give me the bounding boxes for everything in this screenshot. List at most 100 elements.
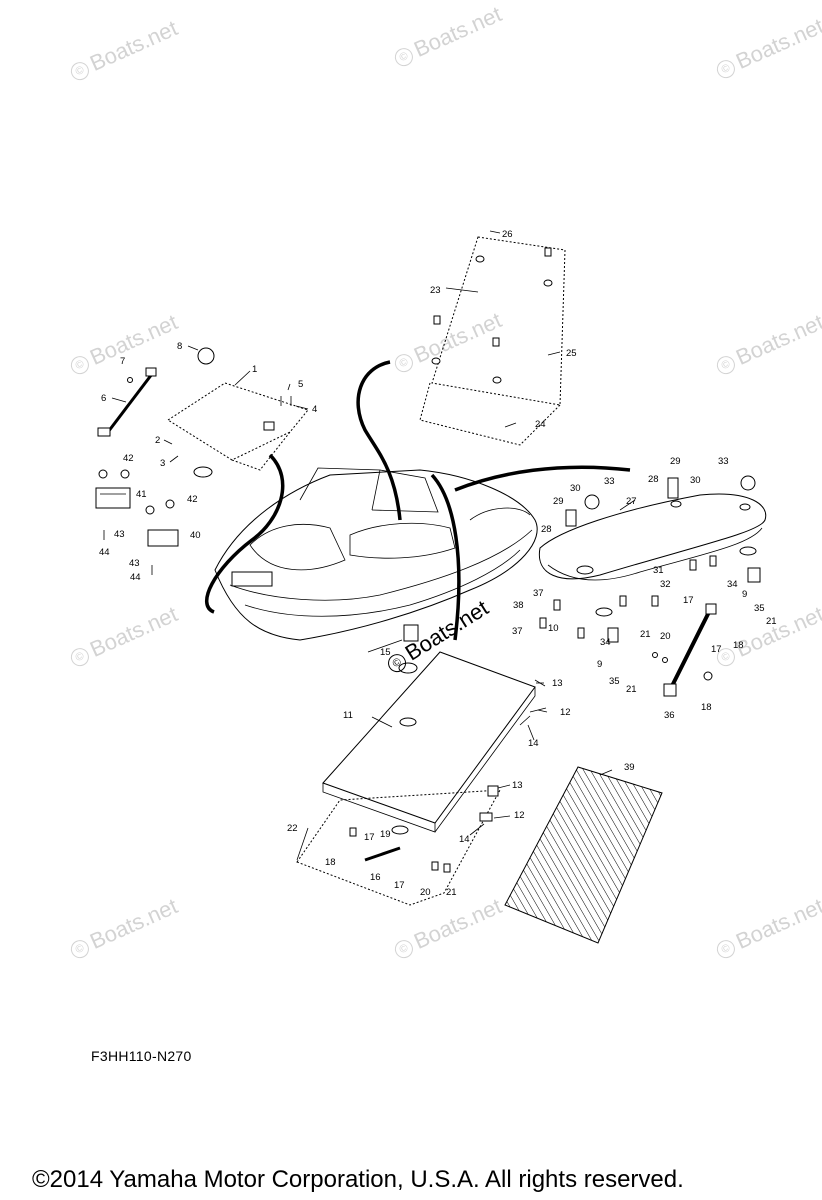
latch <box>607 627 619 643</box>
cockpit-seating <box>249 523 346 571</box>
lid-hole <box>475 255 485 263</box>
latch <box>349 827 357 837</box>
lid-hole <box>431 357 441 365</box>
callout-30: 30 <box>690 475 701 486</box>
hinge <box>565 509 577 527</box>
spacer <box>539 617 547 629</box>
strut-bracket <box>97 427 111 437</box>
lid-clip <box>492 337 500 347</box>
callout-44: 44 <box>130 572 141 583</box>
callout-30: 30 <box>570 483 581 494</box>
callout-29: 29 <box>670 456 681 467</box>
callout-10: 10 <box>548 623 559 634</box>
callout-39: 39 <box>624 762 635 773</box>
pad-hole <box>739 503 751 511</box>
knob <box>120 469 130 479</box>
engine-hatch-part <box>167 347 309 478</box>
copyright-notice: ©2014 Yamaha Motor Corporation, U.S.A. A… <box>32 1166 684 1193</box>
callout-35: 35 <box>754 603 765 614</box>
hull-stripe <box>244 549 521 617</box>
lid-hole <box>543 279 553 287</box>
strut-bracket <box>145 367 157 377</box>
callout-8: 8 <box>177 341 182 352</box>
callout-43: 43 <box>129 558 140 569</box>
diagram-code: F3HH110-N270 <box>91 1048 192 1064</box>
callout-17: 17 <box>364 832 375 843</box>
callout-17: 17 <box>711 644 722 655</box>
pad-hole <box>670 500 682 508</box>
callout-28: 28 <box>541 524 552 535</box>
callout-17: 17 <box>394 880 405 891</box>
pad-hole <box>576 565 594 575</box>
callout-29: 29 <box>553 496 564 507</box>
callout-13: 13 <box>512 780 523 791</box>
knob <box>98 469 108 479</box>
spacer <box>689 559 697 571</box>
callout-21: 21 <box>766 616 777 627</box>
callout-40: 40 <box>190 530 201 541</box>
storage-lid <box>322 651 536 824</box>
screw <box>652 652 658 658</box>
sun-pad <box>538 493 767 580</box>
leader-curve <box>356 360 402 521</box>
grommet <box>739 546 757 556</box>
spacer <box>709 555 717 567</box>
leader-curve <box>430 473 461 641</box>
gas-strut-part <box>97 367 157 437</box>
callout-9: 9 <box>597 659 602 670</box>
callout-6: 6 <box>101 393 106 404</box>
hatch-grommet <box>193 466 213 478</box>
callout-18: 18 <box>733 640 744 651</box>
callout-13: 13 <box>552 678 563 689</box>
spacer <box>619 595 627 607</box>
callout-44: 44 <box>99 547 110 558</box>
boat-hull-part <box>214 467 538 641</box>
callout-33: 33 <box>604 476 615 487</box>
callout-21: 21 <box>640 629 651 640</box>
lid-hole <box>492 376 502 384</box>
cooler-lid-part <box>419 236 566 446</box>
callout-12: 12 <box>514 810 525 821</box>
callout-28: 28 <box>648 474 659 485</box>
callout-19: 19 <box>380 829 391 840</box>
callout-1: 1 <box>252 364 257 375</box>
callout-23: 23 <box>430 285 441 296</box>
strut-rod <box>106 373 154 433</box>
knob <box>703 671 713 681</box>
lid-clip <box>544 247 552 257</box>
spacer <box>443 863 451 873</box>
hinge <box>479 812 493 822</box>
callout-27: 27 <box>626 496 637 507</box>
callout-41: 41 <box>136 489 147 500</box>
callout-38: 38 <box>513 600 524 611</box>
leader-curve <box>454 465 631 492</box>
battery-box-small <box>147 529 179 547</box>
floor-mat-part <box>504 766 663 944</box>
grommet <box>391 825 409 835</box>
callout-18: 18 <box>325 857 336 868</box>
callout-22: 22 <box>287 823 298 834</box>
callout-42: 42 <box>123 453 134 464</box>
gas-strut-right-part <box>652 603 717 697</box>
callout-14: 14 <box>459 834 470 845</box>
strut-end <box>663 683 677 697</box>
callout-35: 35 <box>609 676 620 687</box>
callout-21: 21 <box>626 684 637 695</box>
callout-labels: 1 2 3 4 5 6 7 8 9 9 10 11 12 12 13 13 14… <box>99 229 777 898</box>
storage-lid-edge <box>434 687 536 833</box>
callout-7: 7 <box>120 356 125 367</box>
hatch-outline <box>167 382 309 461</box>
windshield-right <box>371 469 439 513</box>
spacer <box>553 599 561 611</box>
windshield-left <box>299 467 381 511</box>
battery-box <box>95 487 131 509</box>
leader-curve <box>204 453 285 614</box>
cup-holder <box>403 624 419 642</box>
screw <box>662 657 668 663</box>
callout-15: 15 <box>380 647 391 658</box>
callout-3: 3 <box>160 458 165 469</box>
sun-pad-edge <box>547 527 763 581</box>
swim-platform <box>231 571 273 587</box>
callout-18: 18 <box>701 702 712 713</box>
